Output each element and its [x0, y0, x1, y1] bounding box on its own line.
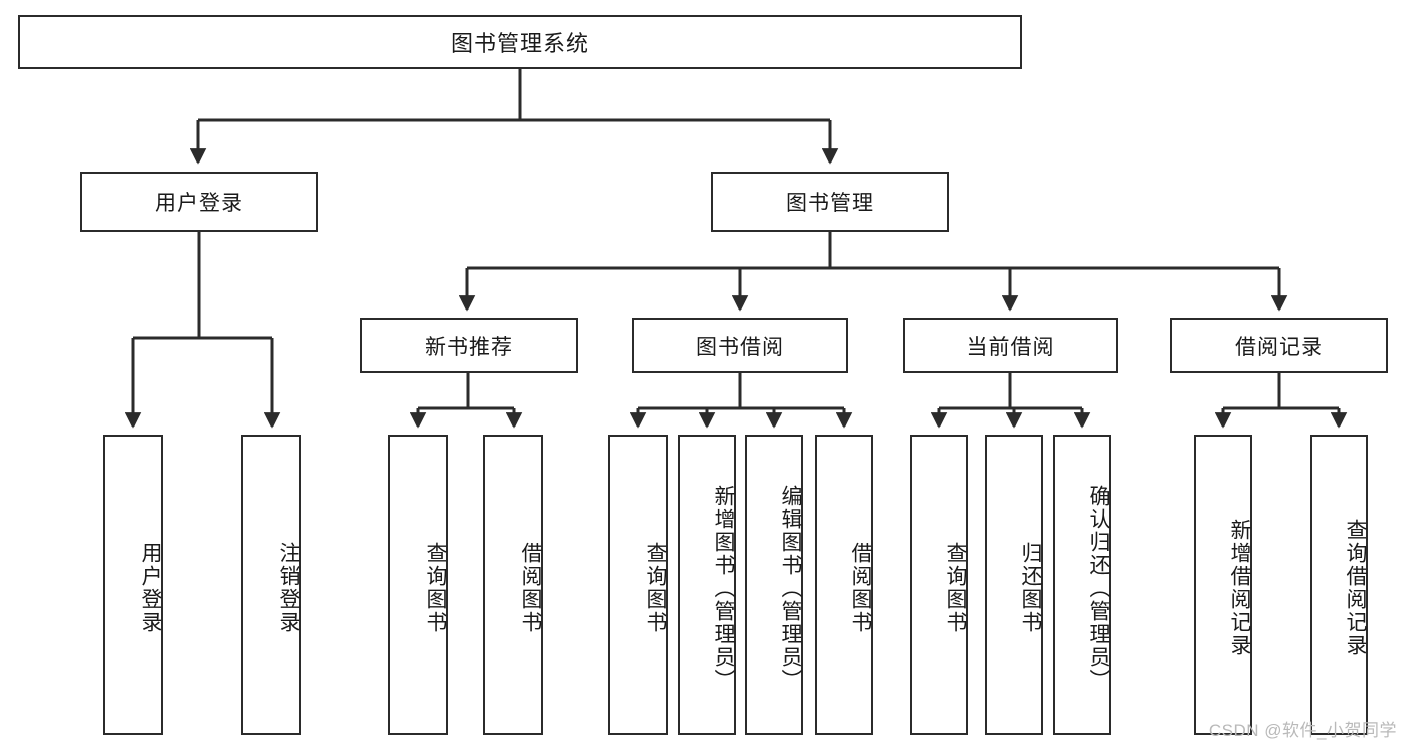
node-label: 图书管理系统 [450, 31, 589, 56]
node-label: 当前借阅 [966, 335, 1055, 359]
node-label: 编辑图书（管理员） [779, 484, 802, 692]
node-label: 新增图书（管理员） [712, 484, 735, 692]
node-new-book-rec[interactable]: 新书推荐 [360, 318, 578, 373]
node-label: 查询借阅记录 [1344, 519, 1367, 657]
leaf-confirm-return[interactable]: 确认归还（管理员） [1053, 435, 1111, 735]
node-user-login[interactable]: 用户登录 [80, 172, 318, 232]
node-label: 借阅图书 [849, 542, 872, 634]
leaf-logout[interactable]: 注销登录 [241, 435, 301, 735]
leaf-borrow-book-2[interactable]: 借阅图书 [815, 435, 873, 735]
node-label: 归还图书 [1019, 542, 1042, 634]
leaf-query-book-3[interactable]: 查询图书 [910, 435, 968, 735]
node-current-borrow[interactable]: 当前借阅 [903, 318, 1118, 373]
node-label: 借阅图书 [519, 542, 542, 634]
csdn-watermark: CSDN @软件_小贺同学 [1208, 721, 1397, 740]
node-borrow-record[interactable]: 借阅记录 [1170, 318, 1388, 373]
node-label: 借阅记录 [1235, 335, 1323, 359]
leaf-query-book-2[interactable]: 查询图书 [608, 435, 668, 735]
node-label: 图书借阅 [696, 335, 784, 359]
node-book-borrow[interactable]: 图书借阅 [632, 318, 848, 373]
leaf-user-login[interactable]: 用户登录 [103, 435, 163, 735]
node-label: 新书推荐 [425, 335, 513, 359]
node-label: 注销登录 [277, 542, 300, 634]
node-label: 确认归还（管理员） [1087, 484, 1110, 692]
leaf-borrow-book-1[interactable]: 借阅图书 [483, 435, 543, 735]
leaf-edit-book[interactable]: 编辑图书（管理员） [745, 435, 803, 735]
node-label: 用户登录 [155, 192, 243, 215]
node-label: 查询图书 [424, 542, 447, 634]
leaf-query-book-1[interactable]: 查询图书 [388, 435, 448, 735]
node-label: 新增借阅记录 [1228, 519, 1251, 657]
leaf-add-book[interactable]: 新增图书（管理员） [678, 435, 736, 735]
node-book-manage[interactable]: 图书管理 [711, 172, 949, 232]
node-label: 查询图书 [944, 542, 967, 634]
node-root-system[interactable]: 图书管理系统 [18, 15, 1022, 69]
node-label: 查询图书 [644, 542, 667, 634]
leaf-return-book[interactable]: 归还图书 [985, 435, 1043, 735]
node-label: 图书管理 [786, 192, 874, 215]
node-label: 用户登录 [139, 542, 162, 634]
leaf-add-record[interactable]: 新增借阅记录 [1194, 435, 1252, 735]
leaf-query-record[interactable]: 查询借阅记录 [1310, 435, 1368, 735]
